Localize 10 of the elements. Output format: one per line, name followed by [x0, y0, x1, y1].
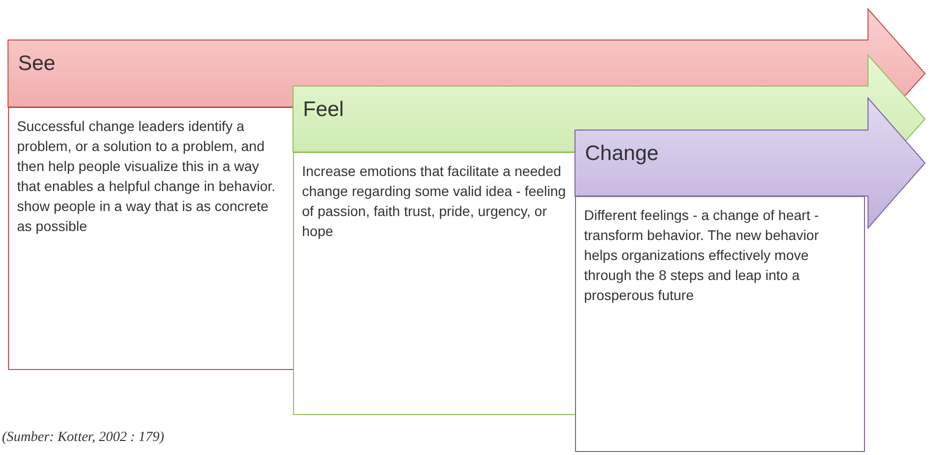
- text-box: [8, 107, 294, 370]
- stage-heading: See: [18, 52, 56, 76]
- text-box: [575, 196, 865, 452]
- source-caption: (Sumber: Kotter, 2002 : 179): [2, 430, 164, 446]
- description-text: Different feelings - a change of heart - transform behavior. The new behavior helps organizations effectively move through the 8 steps and leap into a prosperous future: [584, 206, 820, 305]
- stage-heading: Change: [585, 142, 659, 166]
- text-box: [293, 152, 576, 415]
- description-text: Successful change leaders identify a problem, or a solution to a problem, and then help people visualize this in a way that enables a helpful change in behavior. show people in a way that is as concrete as possible: [17, 117, 276, 236]
- description-text: Increase emotions that facilitate a needed change regarding some valid idea - feeling of passion, faith trust, pride, urgency, or hope: [302, 162, 567, 241]
- stage-heading: Feel: [303, 98, 344, 122]
